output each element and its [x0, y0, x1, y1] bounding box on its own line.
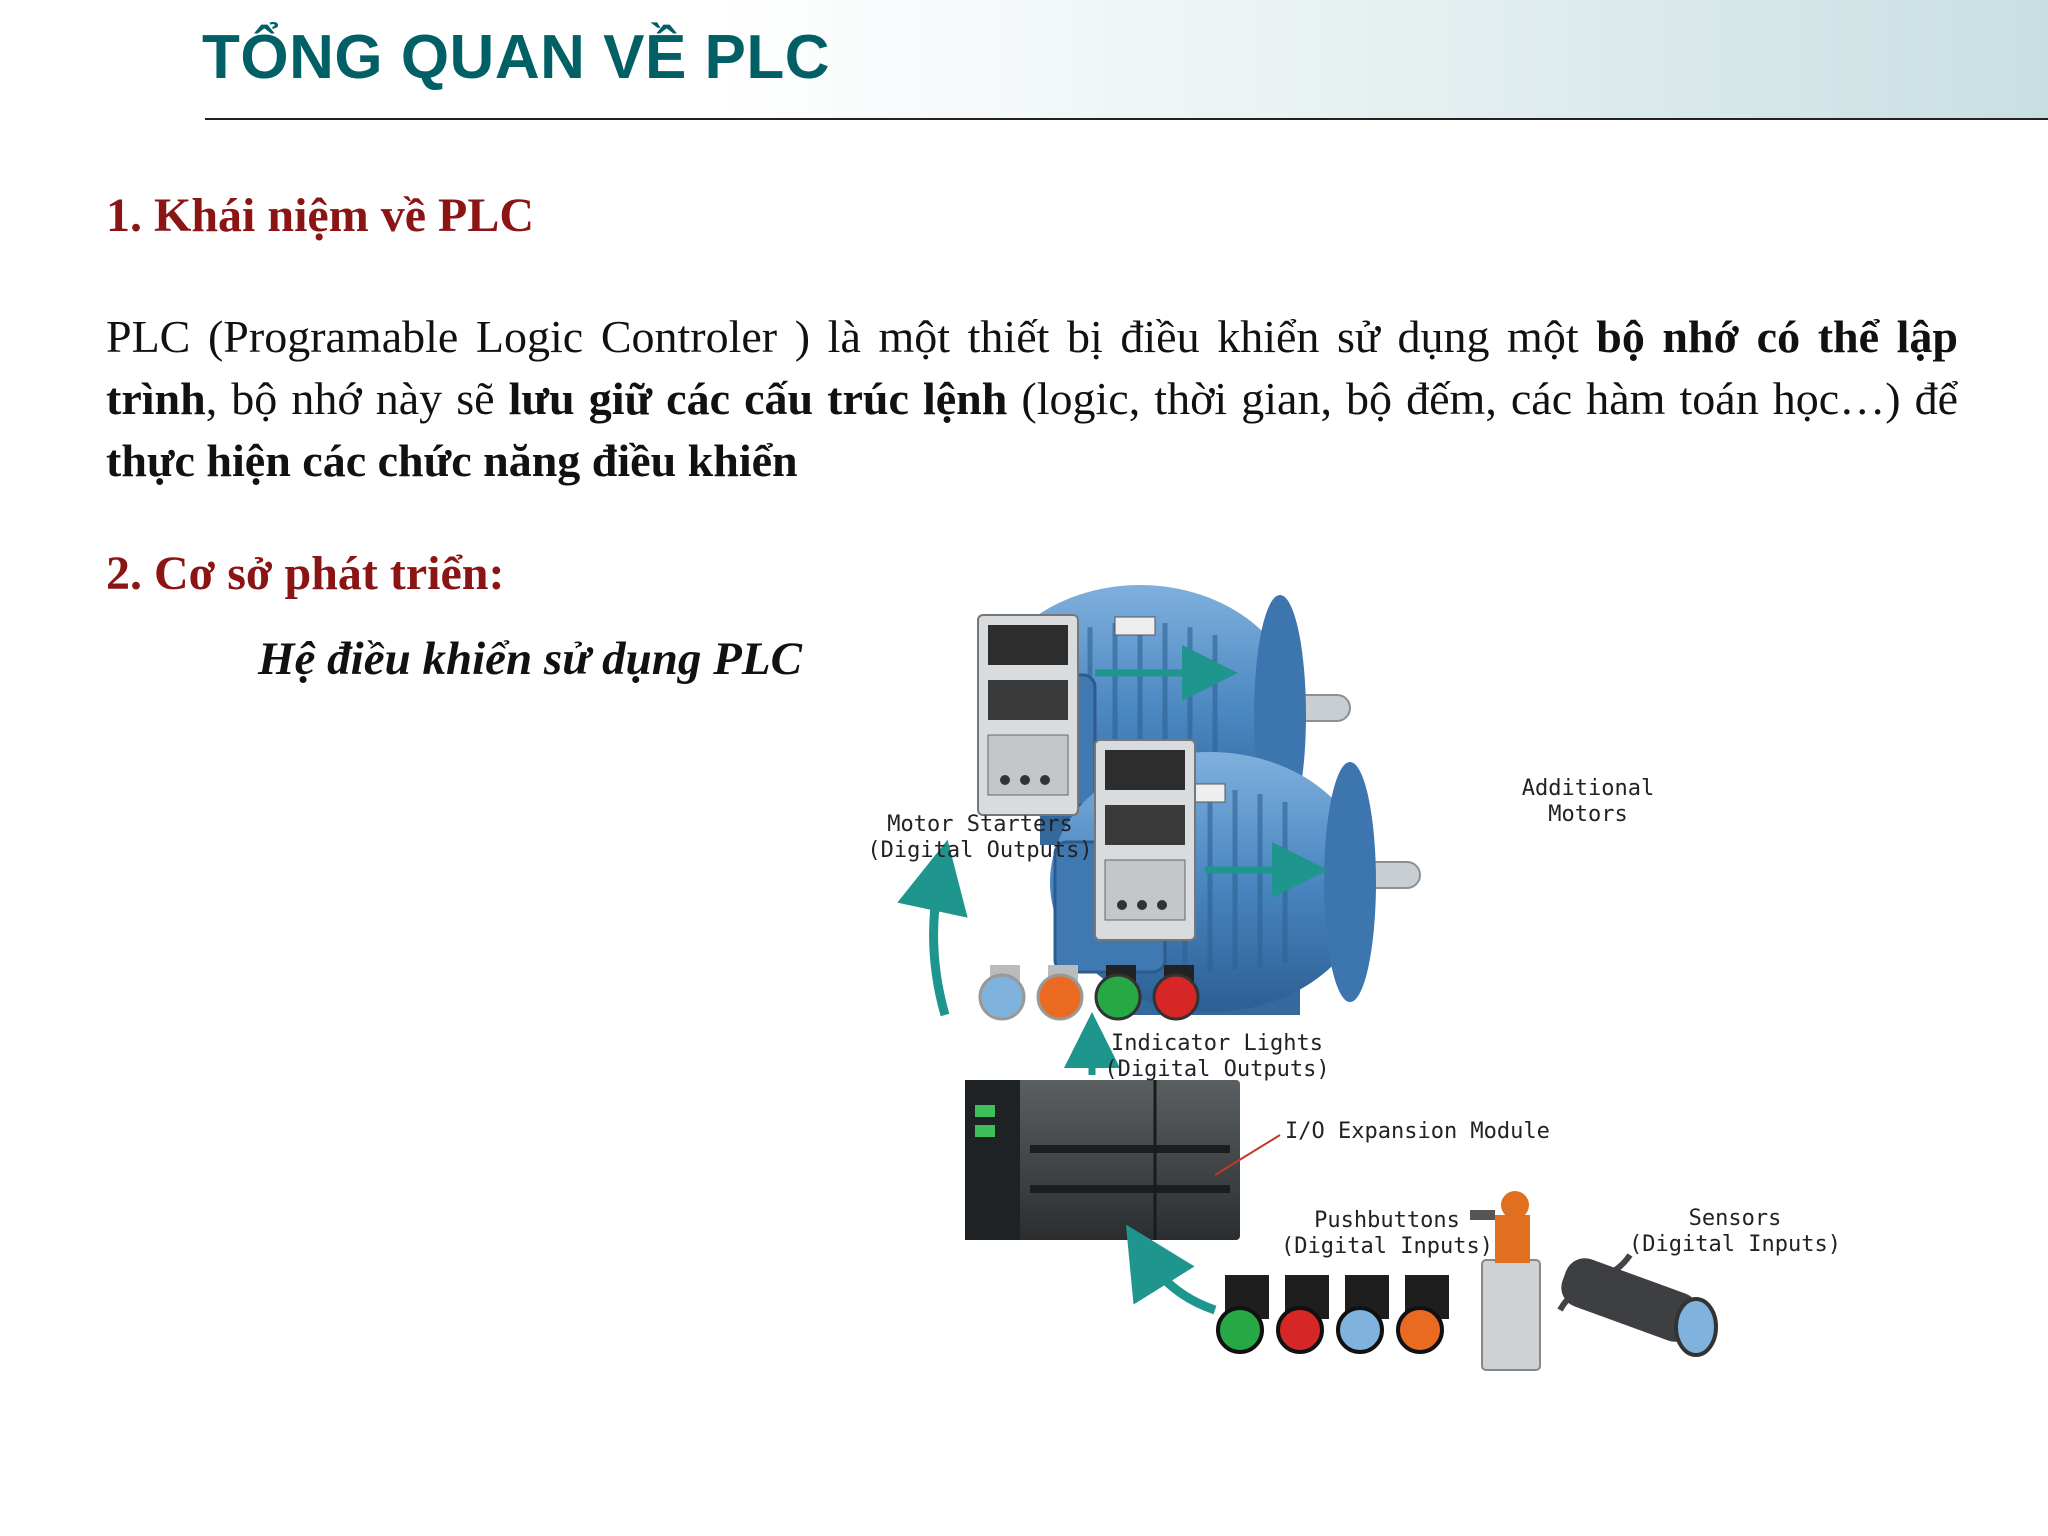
paragraph-bold-3: thực hiện các chức năng điều khiển — [106, 435, 798, 486]
plc-unit-icon — [965, 1080, 1240, 1240]
slide-title: TỔNG QUAN VỀ PLC — [202, 23, 831, 92]
io-module-pointer-line — [1214, 1134, 1281, 1176]
arrow-icon — [897, 839, 968, 1017]
label-indicator-lights: (Digital Outputs) — [1104, 1057, 1329, 1082]
label-sensors: (Digital Inputs) — [1629, 1232, 1841, 1257]
label-motor-starters: (Digital Outputs) — [870, 838, 1093, 863]
indicator-light-icon — [1036, 965, 1084, 1021]
motor-starter-icon — [1094, 739, 1196, 941]
paragraph-text-1: PLC (Programable Logic Controler ) là mộ… — [106, 311, 1597, 362]
title-divider — [205, 118, 2048, 120]
label-additional-motors: Additional — [1522, 776, 1654, 801]
diagram-caption: Hệ điều khiển sử dụng PLC — [258, 633, 802, 685]
proximity-sensor-icon — [1557, 1253, 1718, 1357]
pushbutton-icon — [1336, 1275, 1389, 1354]
indicator-light-icon — [978, 965, 1026, 1021]
paragraph-bold-1: bộ nhớ có thể lập trình — [106, 311, 1958, 424]
section-heading-concept: 1. Khái niệm về PLC — [106, 189, 534, 242]
indicator-light-icon — [1094, 965, 1142, 1021]
label-additional-motors: Motors — [1548, 802, 1627, 827]
motor-starter-icon — [977, 614, 1079, 816]
section-heading-development: 2. Cơ sở phát triển: — [106, 547, 505, 600]
arrow-icon — [1125, 1224, 1217, 1315]
limit-switch-icon — [1470, 1191, 1541, 1371]
label-io-expansion-module: I/O Expansion Module — [1285, 1119, 1550, 1144]
paragraph-bold-2: lưu giữ các cấu trúc lệnh — [508, 373, 1008, 424]
paragraph-text-2: , bộ nhớ này sẽ — [205, 373, 509, 424]
paragraph-text-3: (logic, thời gian, bộ đếm, các hàm toán … — [1007, 373, 1959, 424]
label-pushbuttons: Pushbuttons — [1314, 1208, 1460, 1233]
pushbutton-icon — [1396, 1275, 1449, 1354]
plc-system-diagram: Additional Motors Motor Starters (Digita… — [870, 585, 1841, 1371]
pushbutton-icon — [1276, 1275, 1329, 1354]
label-sensors: Sensors — [1689, 1206, 1782, 1231]
definition-paragraph: PLC (Programable Logic Controler ) là mộ… — [106, 306, 1958, 492]
label-indicator-lights: Indicator Lights — [1111, 1031, 1323, 1056]
label-pushbuttons: (Digital Inputs) — [1281, 1234, 1493, 1259]
indicator-light-icon — [1152, 965, 1200, 1021]
label-motor-starters: Motor Starters — [887, 812, 1072, 837]
pushbutton-icon — [1216, 1275, 1269, 1354]
header-band — [0, 0, 2048, 120]
